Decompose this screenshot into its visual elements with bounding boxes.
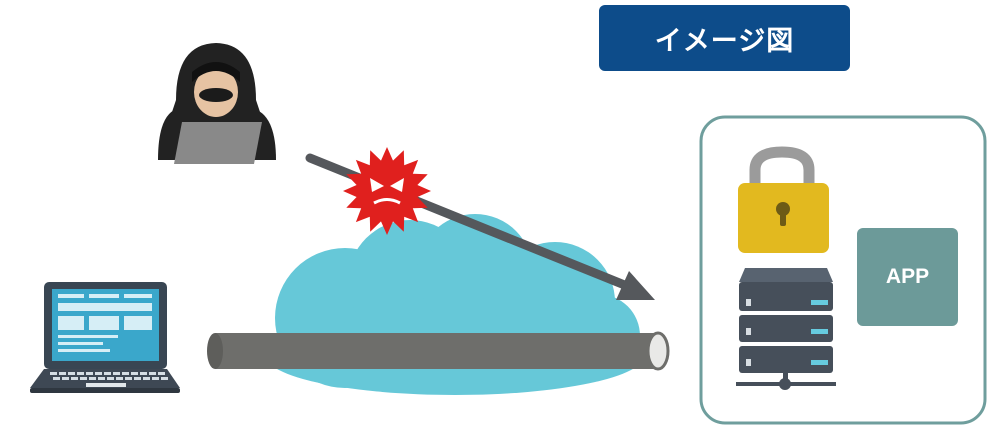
app-box: APP [857,228,958,326]
laptop-icon [30,282,180,393]
lock-icon [738,146,829,253]
server-icon [736,268,836,390]
hacker-icon [158,43,276,164]
tunnel-pipe [207,331,670,371]
protected-environment-frame [699,115,987,425]
diagram-title: イメージ図 [599,5,850,71]
virus-icon [343,147,431,235]
